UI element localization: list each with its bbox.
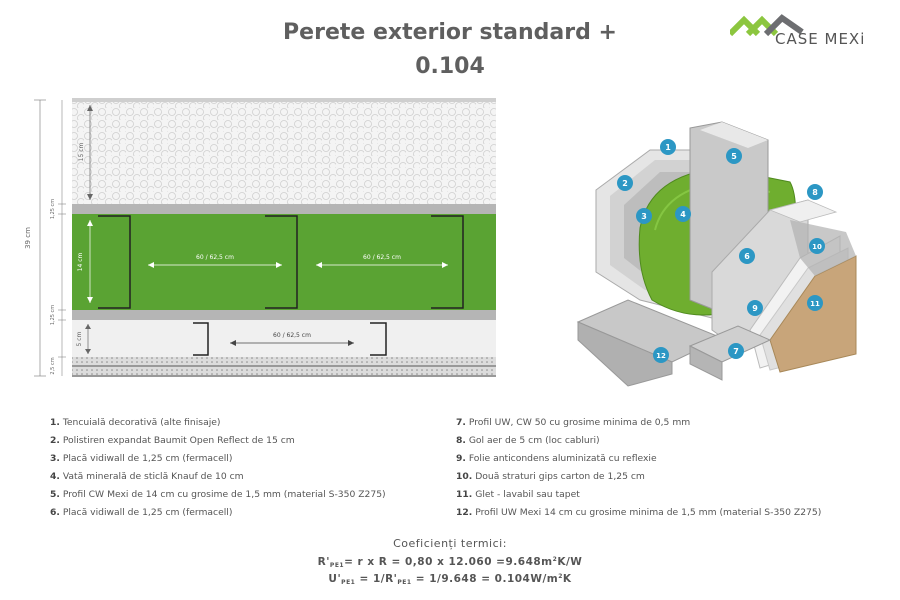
coefficients-title: Coeficienți termici: bbox=[393, 537, 507, 550]
legend-item: 2. Polistiren expandat Baumit Open Refle… bbox=[50, 435, 295, 446]
callout-12: 12 bbox=[653, 347, 669, 363]
legend-item: 11. Glet - lavabil sau tapet bbox=[456, 489, 580, 500]
legend-item: 9. Folie anticondens aluminizată cu refl… bbox=[456, 453, 657, 464]
board-bottom-layer bbox=[72, 310, 496, 320]
svg-text:2: 2 bbox=[622, 179, 628, 188]
iso-wall-diagram: 1 2 3 4 5 6 7 8 9 10 11 12 bbox=[576, 121, 857, 387]
legend-item: 10. Două straturi gips carton de 1,25 cm bbox=[456, 471, 645, 482]
callout-9: 9 bbox=[747, 300, 763, 316]
logo-roof-icon bbox=[730, 14, 804, 37]
total-height-label: 39 cm bbox=[24, 227, 32, 249]
svg-text:12: 12 bbox=[656, 352, 666, 360]
page-title: Perete exterior standard + bbox=[283, 20, 617, 45]
air-gap-layer bbox=[72, 320, 496, 357]
callout-6: 6 bbox=[739, 248, 755, 264]
spacing-label-1: 60 / 62,5 cm bbox=[196, 254, 234, 261]
board-top-layer bbox=[72, 204, 496, 214]
plaster-layer bbox=[72, 98, 496, 102]
iso-callouts: 1 2 3 4 5 6 7 8 9 10 11 12 bbox=[617, 139, 825, 363]
logo-text: CASE MEXi bbox=[775, 30, 866, 48]
legend-item: 8. Gol aer de 5 cm (loc cabluri) bbox=[456, 435, 600, 446]
board-bottom-dim: 1,25 cm bbox=[50, 305, 56, 325]
r-formula: R'PE1= r x R = 0,80 x 12.060 =9.648m2K/W bbox=[317, 556, 583, 569]
legend-item: 5. Profil CW Mexi de 14 cm cu grosime de… bbox=[50, 489, 386, 500]
wool-layer bbox=[72, 214, 496, 310]
page-subtitle-value: 0.104 bbox=[415, 54, 485, 79]
svg-text:10: 10 bbox=[812, 243, 822, 251]
callout-2: 2 bbox=[617, 175, 633, 191]
gypsum-dim: 2,5 cm bbox=[50, 357, 56, 374]
callout-4: 4 bbox=[675, 206, 691, 222]
legend-item: 3. Placă vidiwall de 1,25 cm (fermacell) bbox=[50, 453, 233, 464]
svg-text:1: 1 bbox=[665, 143, 671, 152]
svg-text:3: 3 bbox=[641, 212, 647, 221]
wall-section-diagram: 60 / 62,5 cm 60 / 62,5 cm 60 / 62,5 cm 3… bbox=[24, 98, 496, 377]
legend-item: 1. Tencuială decorativă (alte finisaje) bbox=[50, 417, 221, 428]
eps-layer bbox=[72, 102, 496, 204]
callout-5: 5 bbox=[726, 148, 742, 164]
callout-3: 3 bbox=[636, 208, 652, 224]
callout-1: 1 bbox=[660, 139, 676, 155]
svg-text:8: 8 bbox=[812, 188, 818, 197]
svg-text:4: 4 bbox=[680, 210, 686, 219]
legend-right: 7. Profil UW, CW 50 cu grosime minima de… bbox=[456, 414, 821, 522]
callout-7: 7 bbox=[728, 343, 744, 359]
gap-dim: 5 cm bbox=[76, 331, 83, 346]
legend-item: 7. Profil UW, CW 50 cu grosime minima de… bbox=[456, 417, 691, 428]
legend-left: 1. Tencuială decorativă (alte finisaje) … bbox=[50, 414, 386, 522]
svg-text:9: 9 bbox=[752, 304, 758, 313]
svg-text:11: 11 bbox=[810, 300, 820, 308]
board-top-dim: 1,25 cm bbox=[50, 199, 56, 219]
callout-11: 11 bbox=[807, 295, 823, 311]
cw50-profiles bbox=[193, 322, 387, 356]
u-formula: U'PE1 = 1/R'PE1 = 1/9.648 = 0.104W/m2K bbox=[328, 573, 572, 586]
spacing-label-2: 60 / 62,5 cm bbox=[363, 254, 401, 261]
wool-dim: 14 cm bbox=[77, 253, 84, 272]
gypsum-layer-1 bbox=[72, 357, 496, 365]
svg-text:7: 7 bbox=[733, 347, 739, 356]
cw-profiles bbox=[98, 215, 464, 309]
legend-item: 12. Profil UW Mexi 14 cm cu grosime mini… bbox=[456, 507, 822, 518]
eps-dim: 15 cm bbox=[78, 143, 85, 162]
callout-8: 8 bbox=[807, 184, 823, 200]
spacing-label-3: 60 / 62,5 cm bbox=[273, 332, 311, 339]
svg-text:5: 5 bbox=[731, 152, 737, 161]
legend-item: 6. Placă vidiwall de 1,25 cm (fermacell) bbox=[50, 507, 233, 518]
callout-10: 10 bbox=[809, 238, 825, 254]
gypsum-layer-2 bbox=[72, 367, 496, 375]
svg-text:6: 6 bbox=[744, 252, 750, 261]
legend-item: 4. Vată minerală de sticlă Knauf de 10 c… bbox=[50, 471, 244, 482]
